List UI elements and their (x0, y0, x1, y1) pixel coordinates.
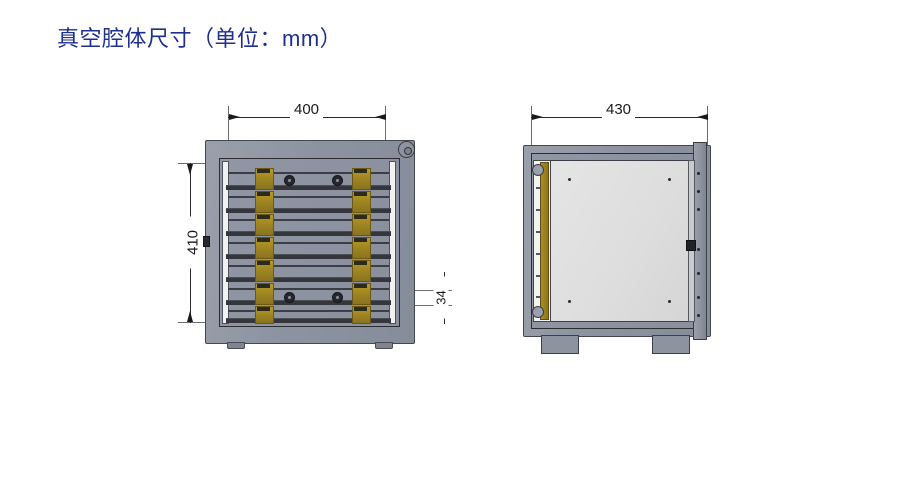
foot (652, 335, 690, 354)
bracket-cap (354, 307, 367, 311)
bracket-cap (354, 238, 367, 242)
shelf-rail (226, 254, 391, 259)
dimension-value-430: 430 (602, 101, 636, 118)
bracket-cap (354, 169, 367, 173)
bracket-cap (257, 238, 270, 242)
fastener-knob (284, 175, 295, 186)
roller (532, 164, 544, 176)
hinge-bolt (697, 248, 700, 251)
hinge-bolt (697, 190, 700, 193)
extension-line (400, 305, 452, 306)
guide-strip-right (389, 161, 396, 324)
arrow-head (532, 114, 543, 120)
hinge-bolt (697, 296, 700, 299)
shelf-rail-thin (228, 196, 389, 198)
extension-line (707, 106, 708, 146)
lock-block (686, 240, 696, 251)
bellows-segment (536, 231, 541, 233)
fastener-knob (332, 292, 343, 303)
hinge-bolt (697, 314, 700, 317)
dimension-value-34: 34 (433, 276, 449, 319)
shelf-rail (226, 208, 391, 213)
shelf-rail-thin (228, 310, 389, 312)
fastener-knob (332, 175, 343, 186)
shelf-rail (226, 277, 391, 282)
door-screw (568, 300, 571, 303)
vacuum-port-icon (398, 141, 415, 158)
bracket-cap (257, 284, 270, 288)
extension-line (385, 106, 386, 162)
arrow-head (187, 311, 193, 322)
page-title: 真空腔体尺寸（单位：mm） (57, 26, 343, 51)
arrow-head (375, 114, 386, 120)
foot (227, 342, 245, 349)
bellows-segment (536, 296, 541, 298)
door-screw (668, 178, 671, 181)
bracket-cap (257, 192, 270, 196)
shelf-rail-thin (228, 242, 389, 244)
shelf-rail (226, 231, 391, 236)
arrow-head (187, 164, 193, 175)
shelf-bracket (352, 214, 371, 236)
seal-strip (540, 162, 549, 320)
bracket-cap (354, 261, 367, 265)
shelf-bracket (352, 168, 371, 190)
shelf-rail-thin (228, 265, 389, 267)
hinge-bolt (697, 272, 700, 275)
bracket-cap (354, 215, 367, 219)
shelf-rail (226, 300, 391, 305)
shelf-bracket (352, 191, 371, 213)
side-latch (203, 236, 210, 247)
bracket-cap (354, 192, 367, 196)
shelf-bracket (255, 237, 274, 259)
roller (532, 306, 544, 318)
foot (375, 342, 393, 349)
shelf-rail (226, 318, 391, 323)
bracket-cap (257, 169, 270, 173)
door-panel (549, 160, 694, 322)
shelf-rail-thin (228, 172, 389, 174)
shelf-bracket (255, 214, 274, 236)
dimension-value-410: 410 (184, 216, 202, 269)
bracket-cap (257, 261, 270, 265)
shelf-bracket (255, 260, 274, 282)
arrow-head (229, 114, 240, 120)
arrow-head (697, 114, 708, 120)
foot (541, 335, 579, 354)
bracket-cap (257, 215, 270, 219)
shelf-rail-thin (228, 288, 389, 290)
extension-line (228, 106, 229, 168)
door-screw (668, 300, 671, 303)
shelf-bracket (255, 168, 274, 190)
bracket-cap (257, 307, 270, 311)
shelf-bracket (255, 191, 274, 213)
shelf-rail-thin (228, 219, 389, 221)
shelf-bracket (255, 283, 274, 305)
door-screw (568, 178, 571, 181)
shelf-rail (226, 185, 391, 190)
shelf-bracket (352, 237, 371, 259)
bellows-segment (536, 187, 541, 189)
bellows-segment (536, 275, 541, 277)
hinge-bolt (697, 208, 700, 211)
extension-line (400, 290, 452, 291)
shelf-bracket (352, 283, 371, 305)
bellows-segment (536, 253, 541, 255)
dimension-value-400: 400 (290, 101, 324, 118)
bracket-cap (354, 284, 367, 288)
extension-line (531, 106, 532, 168)
fastener-knob (284, 292, 295, 303)
shelf-bracket (352, 260, 371, 282)
hinge-bolt (697, 172, 700, 175)
bellows-segment (536, 209, 541, 211)
